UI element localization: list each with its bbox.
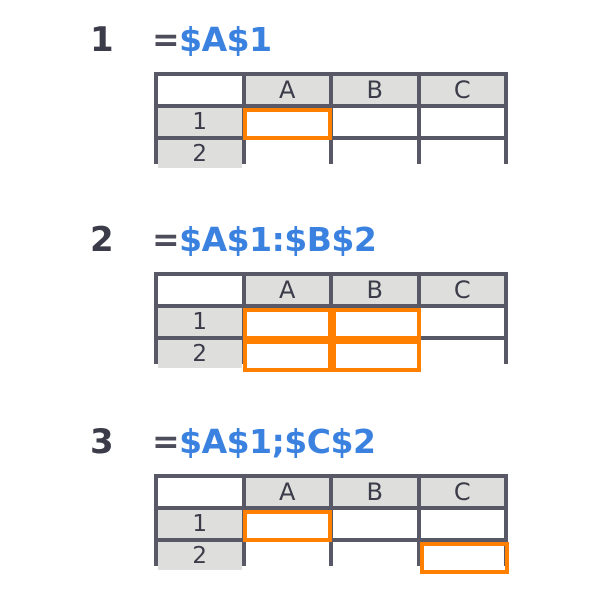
row-header-1[interactable]: 1: [158, 108, 242, 136]
formula-text-2: =$A$1:$B$2: [152, 218, 377, 262]
grid-header-row: A B C: [158, 276, 504, 304]
column-header-c[interactable]: C: [420, 276, 504, 304]
formula-equals-1: =: [152, 20, 180, 59]
column-header-b[interactable]: B: [333, 76, 417, 104]
cell-a1[interactable]: [245, 510, 329, 538]
formula-first-ref-1: $A$1: [179, 20, 272, 59]
cell-b2[interactable]: [333, 340, 417, 368]
column-header-c[interactable]: C: [420, 478, 504, 506]
cell-c1[interactable]: [420, 108, 504, 136]
cell-c1[interactable]: [420, 510, 504, 538]
spreadsheet-grid-3: A B C 1 2: [154, 474, 509, 574]
formula-equals-2: =: [152, 220, 180, 259]
column-header-a[interactable]: A: [245, 276, 329, 304]
cell-b1[interactable]: [333, 510, 417, 538]
formula-first-ref-3: $A$1: [179, 422, 272, 461]
formula-second-ref-2: $B$2: [284, 220, 377, 259]
example-header-3: 3 =$A$1;$C$2: [0, 420, 600, 466]
example-header-1: 1 =$A$1: [0, 18, 600, 64]
cell-a2[interactable]: [245, 140, 329, 168]
formula-equals-3: =: [152, 422, 180, 461]
column-header-a[interactable]: A: [245, 478, 329, 506]
grid-corner-cell: [158, 276, 242, 304]
cell-a2[interactable]: [245, 340, 329, 368]
row-header-2[interactable]: 2: [158, 140, 242, 168]
cell-b2[interactable]: [333, 542, 417, 570]
grid-corner-cell: [158, 76, 242, 104]
example-index-3: 3: [90, 422, 114, 462]
grid-header-row: A B C: [158, 76, 504, 104]
cell-c1[interactable]: [420, 308, 504, 336]
grid-row-2: 2: [158, 340, 504, 368]
formula-separator-3: ;: [271, 422, 285, 461]
row-header-2[interactable]: 2: [158, 340, 242, 368]
cell-a1[interactable]: [245, 108, 329, 136]
cell-b1[interactable]: [333, 108, 417, 136]
row-header-1[interactable]: 1: [158, 308, 242, 336]
formula-text-3: =$A$1;$C$2: [152, 420, 376, 464]
column-header-c[interactable]: C: [420, 76, 504, 104]
formula-first-ref-2: $A$1: [179, 220, 272, 259]
grid-row-2: 2: [158, 140, 504, 168]
example-header-2: 2 =$A$1:$B$2: [0, 218, 600, 264]
cell-c2[interactable]: [420, 542, 504, 570]
column-header-a[interactable]: A: [245, 76, 329, 104]
grid-row-1: 1: [158, 108, 504, 136]
grid-header-row: A B C: [158, 478, 504, 506]
cell-c2[interactable]: [420, 140, 504, 168]
formula-text-1: =$A$1: [152, 18, 272, 62]
column-header-b[interactable]: B: [333, 478, 417, 506]
grid-row-2: 2: [158, 542, 504, 570]
column-header-b[interactable]: B: [333, 276, 417, 304]
cell-a1[interactable]: [245, 308, 329, 336]
row-header-1[interactable]: 1: [158, 510, 242, 538]
example-index-1: 1: [90, 20, 114, 60]
row-header-2[interactable]: 2: [158, 542, 242, 570]
cell-b2[interactable]: [333, 140, 417, 168]
spreadsheet-grid-2: A B C 1 2: [154, 272, 508, 372]
example-block-1: 1 =$A$1 A B C 1 2: [0, 18, 600, 168]
example-block-2: 2 =$A$1:$B$2 A B C 1 2: [0, 218, 600, 372]
example-index-2: 2: [90, 220, 114, 260]
cell-b1[interactable]: [333, 308, 417, 336]
formula-second-ref-3: $C$2: [284, 422, 376, 461]
grid-corner-cell: [158, 478, 242, 506]
grid-row-1: 1: [158, 308, 504, 336]
cell-c2[interactable]: [420, 340, 504, 368]
example-block-3: 3 =$A$1;$C$2 A B C 1 2: [0, 420, 600, 574]
spreadsheet-grid-1: A B C 1 2: [154, 72, 508, 168]
grid-row-1: 1: [158, 510, 504, 538]
formula-separator-2: :: [271, 220, 285, 259]
cell-a2[interactable]: [245, 542, 329, 570]
